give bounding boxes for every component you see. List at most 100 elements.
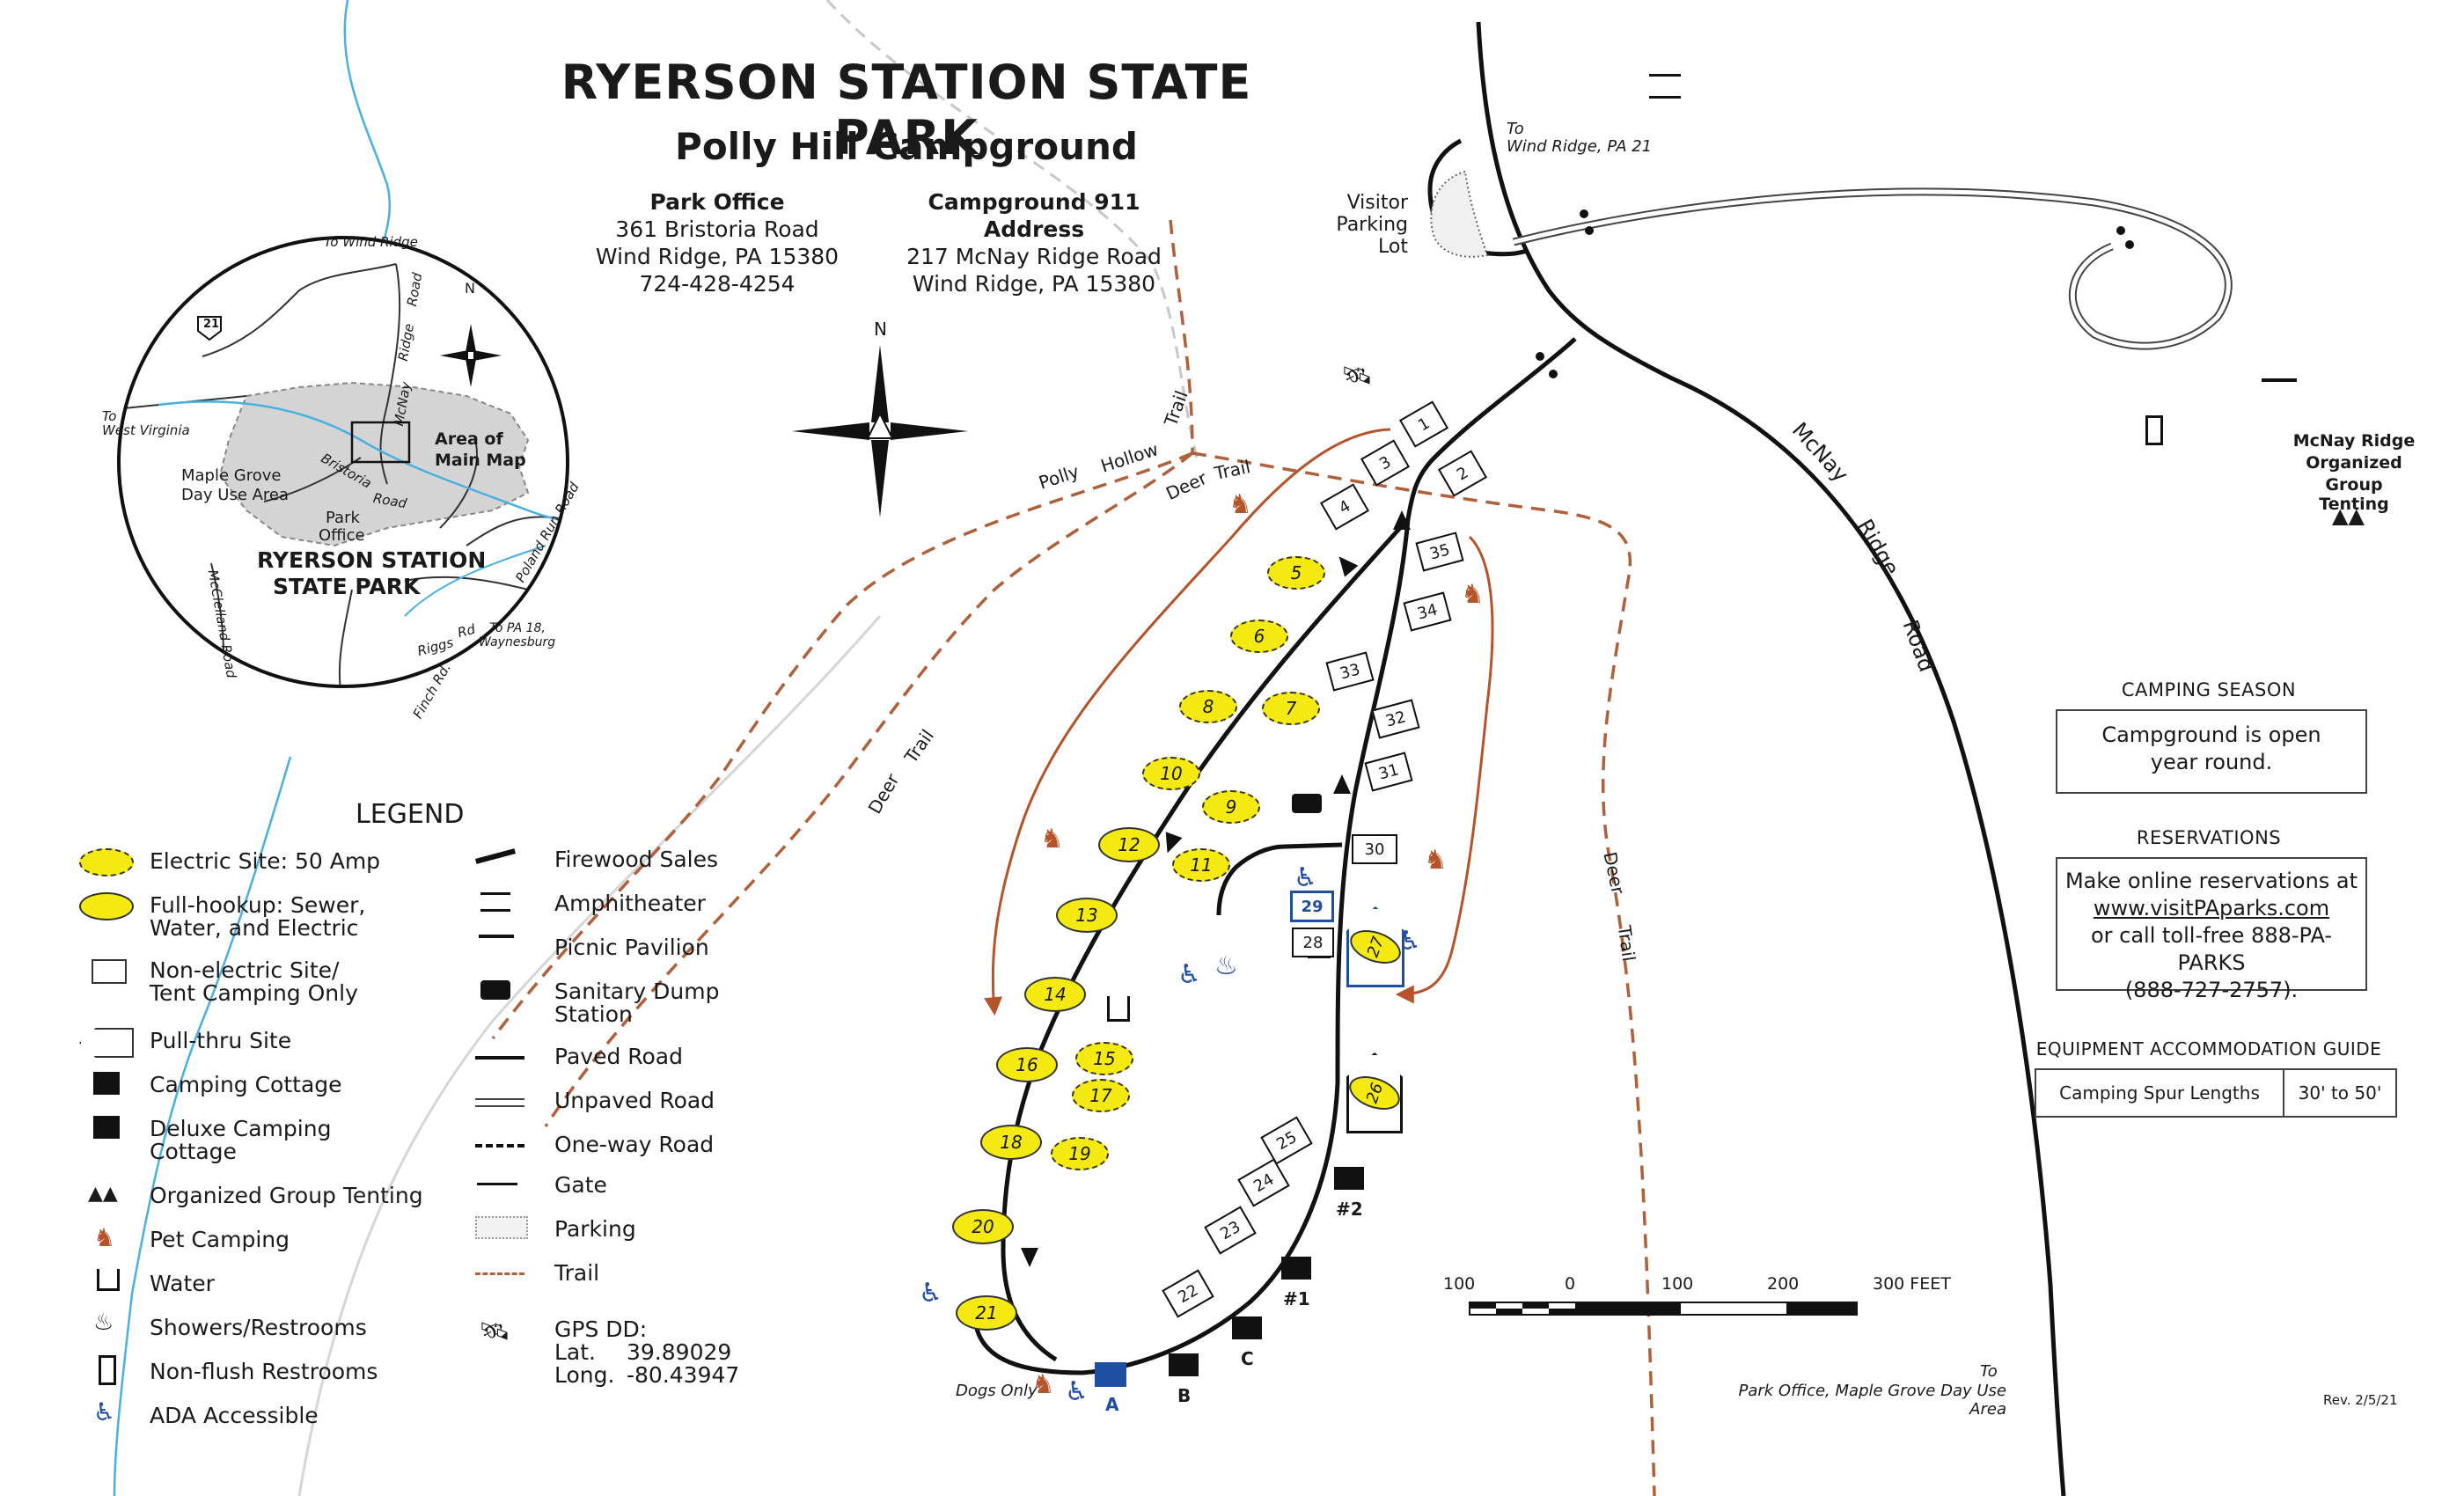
legend-picnic: Picnic Pavilion [554,935,709,960]
equipment-heading: EQUIPMENT ACCOMMODATION GUIDE [2035,1038,2382,1060]
pet-icon-4: ♞ [1424,845,1448,876]
picnic-pavilion-icon [2262,378,2297,407]
legend-one-way: One-way Road [554,1132,715,1157]
dump-station-icon [1292,794,1322,813]
visitor-label-2: Parking [1336,214,1408,236]
camping-season-line2: year round. [2150,750,2273,774]
camping-season-box: Campground is open year round. [2056,709,2367,794]
inset-area-main-1: Area of [435,429,503,449]
non-electric-site-icon [92,959,127,984]
legend-title: LEGEND [356,799,465,830]
site-full-hookup[interactable]: 12 [1098,827,1160,862]
non-flush-restroom-icon [2145,415,2163,445]
to-office-2: Park Office, Maple Grove Day Use Area [1738,1382,2007,1419]
ada-icon-29: ♿ [1294,862,1317,893]
site-non-electric[interactable]: 28 [1292,928,1334,957]
pet-icon-2: ♞ [1461,579,1485,610]
pet-icon-5: ♞ [1031,1369,1055,1400]
reservations-link[interactable]: www.visitPAparks.com [2093,896,2330,920]
legend-full-hookup-1: Full-hookup: Sewer, [150,892,366,918]
cottage-a-icon [1095,1362,1126,1387]
legend-paved: Paved Road [554,1044,683,1069]
inset-maple-grove-1: Maple Grove [181,466,282,485]
site-full-hookup[interactable]: 13 [1056,898,1118,933]
inset-compass-icon [440,324,502,387]
site-electric[interactable]: 7 [1262,692,1320,725]
equipment-value: 30' to 50' [2298,1082,2382,1104]
group-tenting-1: McNay Ridge [2292,431,2416,451]
site-electric[interactable]: 9 [1202,790,1260,824]
scale-label: 0 [1565,1274,1576,1294]
one-way-arrows [1021,510,1411,1267]
gps-icon: 🛰 [1341,361,1373,390]
pull-thru-number: 26 [1346,1069,1403,1117]
unpaved-road-legend-icon [475,1098,524,1107]
pull-thru-number: 27 [1346,923,1404,971]
inset-park-office-1: Park [326,509,360,527]
site-full-hookup[interactable]: 16 [996,1047,1058,1082]
gps-long: -80.43947 [627,1362,740,1388]
legend-dump-1: Sanitary Dump [554,979,720,1004]
legend-showers: Showers/Restrooms [150,1315,367,1340]
scale-label: 300 FEET [1873,1274,1951,1294]
to-office-1: To [1980,1362,1998,1381]
site-non-electric[interactable]: 30 [1352,834,1397,864]
inset-north: N [465,280,475,297]
site-electric[interactable]: 8 [1179,690,1237,723]
site-electric[interactable]: 5 [1267,556,1325,590]
pet-icon-3: ♞ [1040,824,1064,854]
trail-legend-icon [475,1272,524,1275]
compass-icon [792,345,968,517]
site-ada[interactable]: 29 [1290,891,1334,922]
gps-lat-label: Lat. [554,1339,596,1365]
amphitheater-legend-icon [480,892,510,912]
visitor-label-3: Lot [1378,236,1408,258]
legend-non-electric-1: Non-electric Site/ [150,957,340,983]
map-north-label: N [874,319,887,340]
cottage-1-label: #1 [1283,1288,1310,1309]
cottage-b-label: B [1177,1385,1192,1406]
inset-to-pa18-2: Waynesburg [479,635,556,649]
site-electric[interactable]: 11 [1172,848,1230,882]
pet-icon: ♞ [1228,489,1252,520]
camping-cottage-icon [93,1072,120,1095]
site-electric[interactable]: 15 [1075,1042,1133,1075]
ada-icon-a: ♿ [1065,1376,1089,1407]
gps-legend-icon: 🛰 [479,1316,510,1346]
to-wind-ridge-1: To [1507,120,1524,138]
site-electric[interactable]: 17 [1072,1079,1130,1112]
electric-site-icon [79,848,134,876]
legend-unpaved: Unpaved Road [554,1088,715,1113]
legend-pet-camping: Pet Camping [150,1227,290,1252]
route-21-shield-icon [197,316,222,341]
site-electric[interactable]: 6 [1230,620,1288,653]
site-electric[interactable]: 10 [1142,757,1200,790]
cottage-1-icon [1281,1257,1311,1280]
site-full-hookup[interactable]: 21 [956,1295,1017,1331]
group-tent-icon: ▲▲ [2332,503,2365,528]
site-full-hookup[interactable]: 18 [980,1125,1042,1160]
park-office-phone: 724-428-4254 [639,271,796,297]
amphitheater-icon [1649,74,1681,99]
legend-electric: Electric Site: 50 Amp [150,848,381,874]
legend-parking: Parking [554,1216,636,1242]
revision-label: Rev. 2/5/21 [2323,1392,2398,1408]
legend-group-tenting: Organized Group Tenting [150,1183,423,1208]
campground-address-line2: Wind Ridge, PA 15380 [912,271,1156,297]
parking-legend-icon [475,1216,528,1239]
gate-legend-icon [477,1183,517,1185]
inset-route-21: 21 [203,318,220,331]
park-office-line2: Wind Ridge, PA 15380 [595,244,840,269]
inset-park-office-2: Office [319,526,365,545]
ada-icon: ♿ [1177,959,1201,990]
inset-park-name-2: STATE PARK [273,574,421,599]
site-full-hookup[interactable]: 14 [1024,977,1086,1012]
scale-label: 100 [1443,1274,1476,1294]
site-full-hookup[interactable]: 20 [952,1209,1014,1244]
page-title: RYERSON STATION STATE PARK [561,55,1252,165]
paved-road-legend-icon [475,1056,524,1060]
inset-park-name-1: RYERSON STATION [257,547,487,573]
legend-non-flush: Non-flush Restrooms [150,1359,378,1384]
inset-locator-map [117,236,569,688]
site-electric[interactable]: 19 [1051,1137,1109,1170]
